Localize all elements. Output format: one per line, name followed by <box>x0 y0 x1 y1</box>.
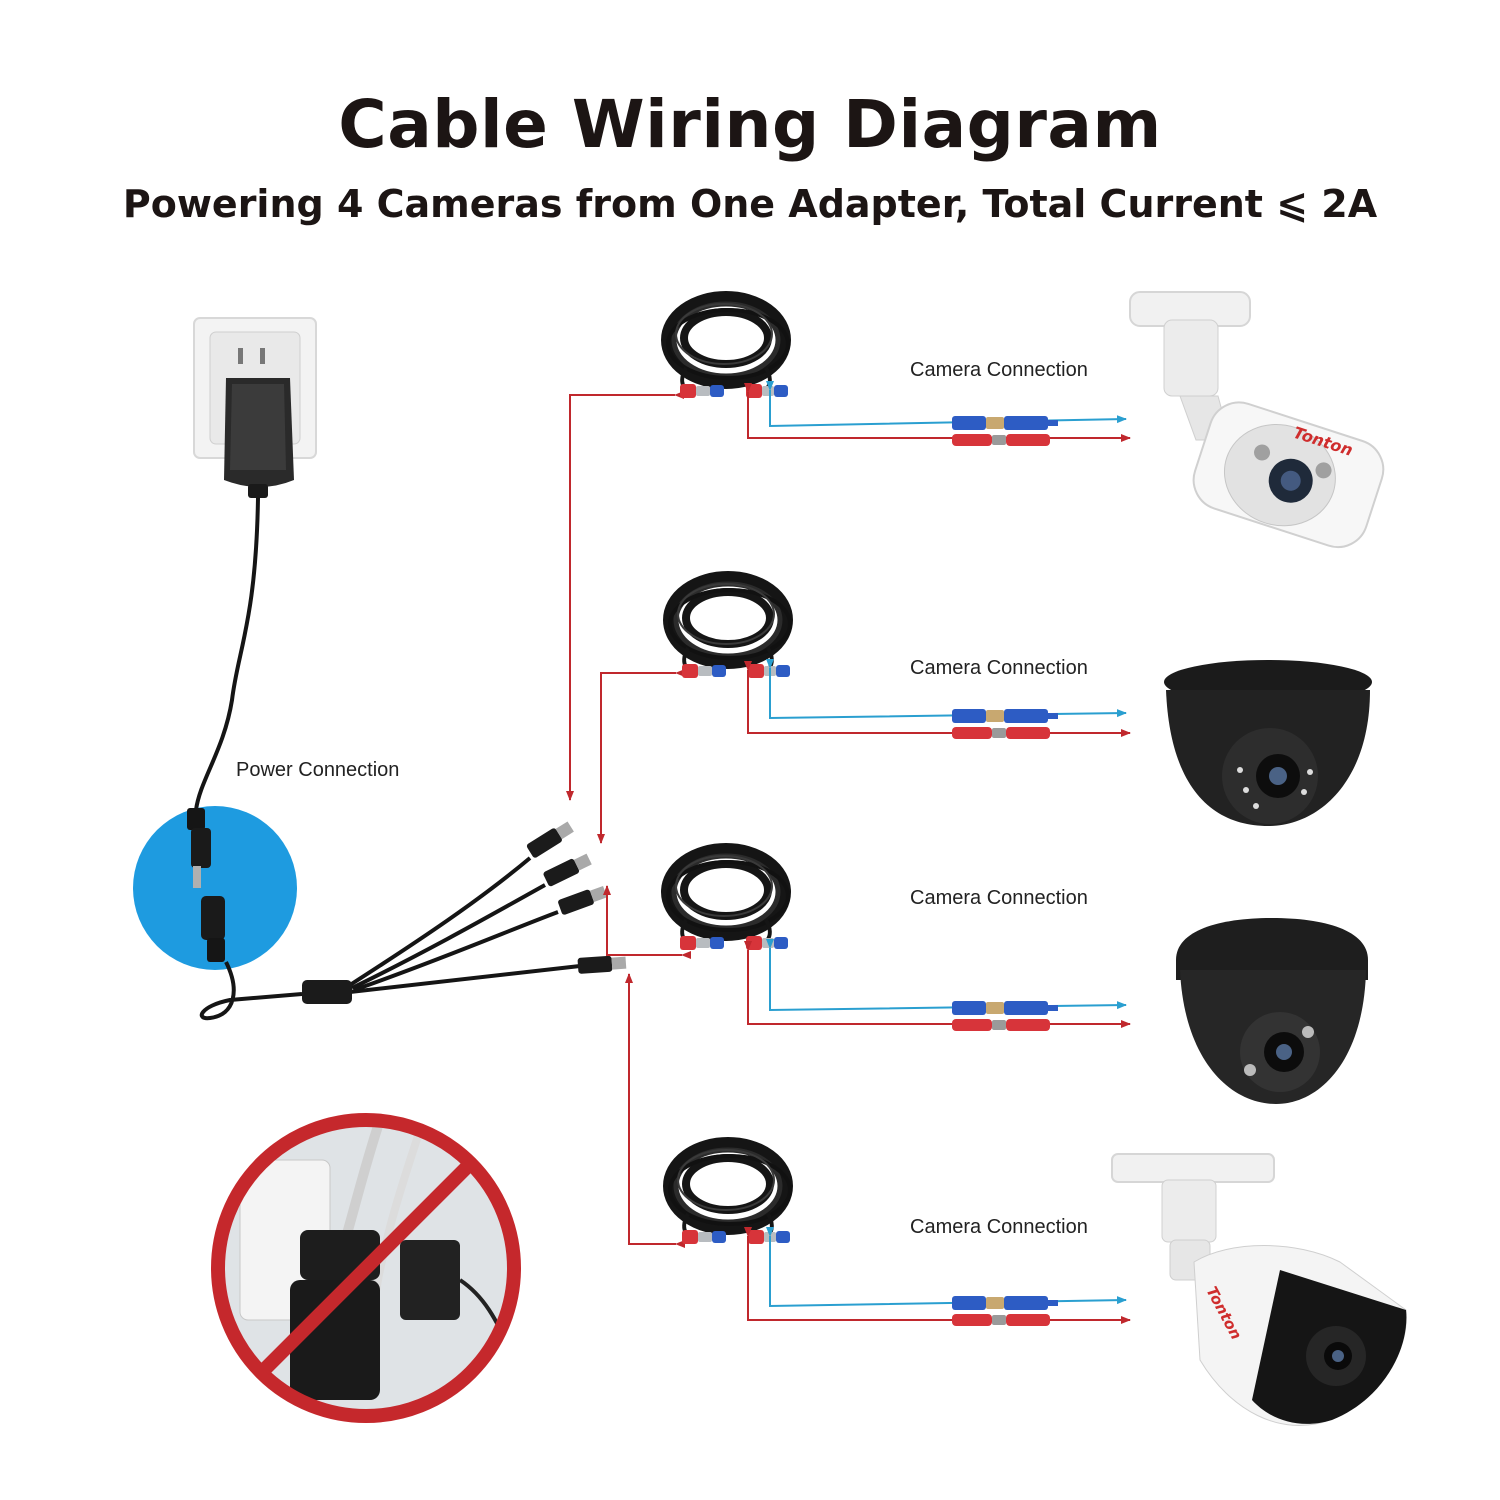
coiled-cable-icon <box>668 298 788 398</box>
dome-camera-icon <box>1176 918 1368 1104</box>
page-title: Cable Wiring Diagram <box>338 86 1162 163</box>
power-cord <box>194 497 260 811</box>
cable-row-1 <box>668 298 1131 446</box>
camera-connection-label-1: Camera Connection <box>910 359 1088 381</box>
cable-row-2 <box>670 578 1131 739</box>
power-routing-arrows <box>566 391 691 1248</box>
no-power-strip-icon <box>211 1113 521 1423</box>
dc-plug-icon <box>187 808 225 962</box>
bullet-camera-icon: Tonton <box>1111 1153 1407 1426</box>
connection-highlight-circle <box>133 806 297 970</box>
dome-camera-icon <box>1164 660 1372 826</box>
coiled-cable-icon <box>670 1144 790 1244</box>
power-adapter-icon <box>224 378 294 498</box>
cable-row-4 <box>670 1144 1131 1326</box>
page-subtitle: Powering 4 Cameras from One Adapter, Tot… <box>122 182 1378 226</box>
splitter-cable-icon <box>199 856 581 1021</box>
splitter-hub <box>302 980 352 1004</box>
cable-row-3 <box>668 850 1131 1031</box>
coiled-cable-icon <box>670 578 790 678</box>
coiled-cable-icon <box>668 850 788 950</box>
camera-connection-label-3: Camera Connection <box>910 887 1088 909</box>
bullet-camera-icon: Tonton <box>1129 291 1385 549</box>
power-connection-label: Power Connection <box>236 759 400 781</box>
